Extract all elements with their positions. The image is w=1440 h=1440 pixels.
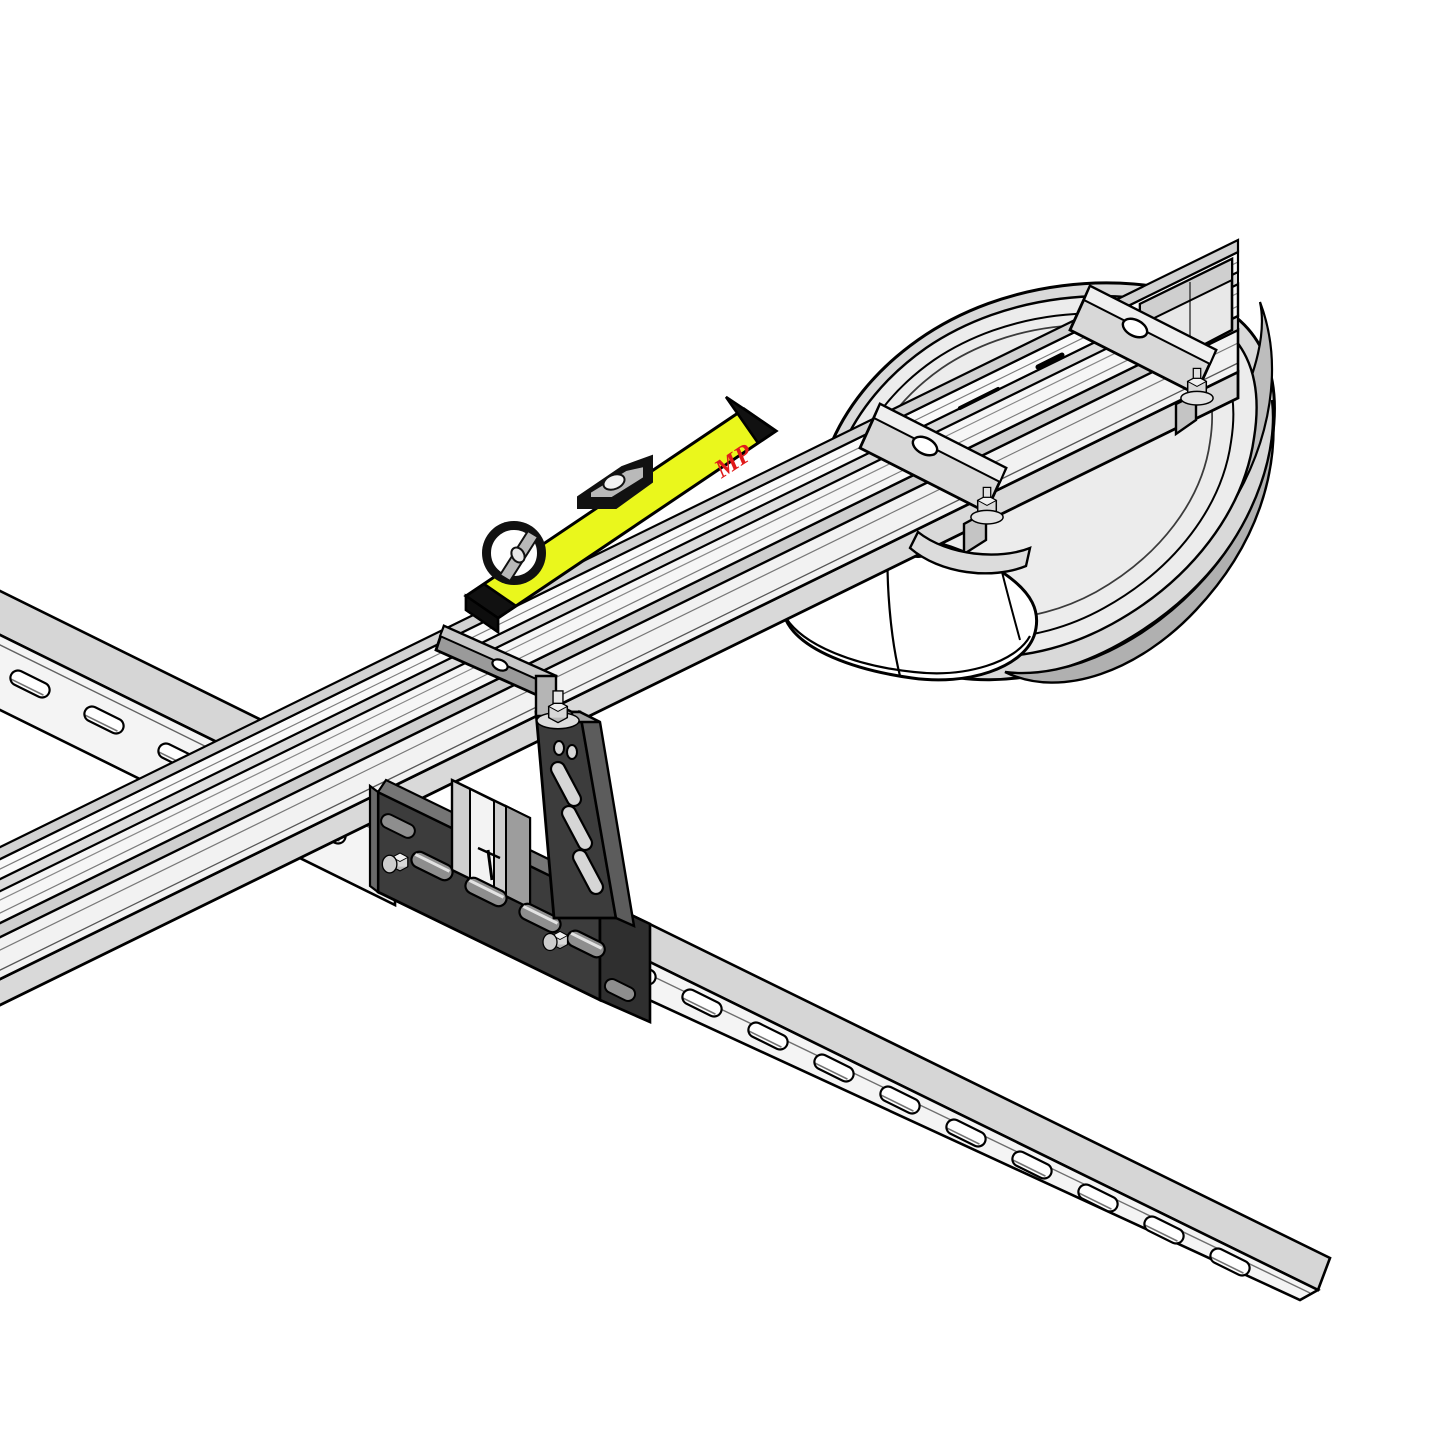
hex-bolt-rear[interactable]	[1180, 367, 1214, 406]
rail-strap-rear[interactable]	[1068, 284, 1218, 437]
level-horizontal-vial	[577, 454, 653, 509]
strap-hole-front	[911, 435, 939, 457]
level-bubble-horizontal	[602, 473, 626, 491]
hex-bolt-bracket-left[interactable]	[381, 852, 409, 874]
level-bubble-circular	[510, 546, 526, 564]
opener-rail	[0, 238, 1240, 1007]
gusset-plate[interactable]	[534, 709, 636, 929]
gusset-slots	[549, 760, 605, 896]
housing-mount-ear	[908, 530, 1032, 575]
hex-bolt-hanger[interactable]	[536, 690, 580, 730]
level-circular-vial	[482, 521, 546, 585]
gusset-hole-a	[553, 740, 565, 756]
hex-bolt-bracket-right[interactable]	[542, 930, 569, 952]
angle-bracket[interactable]	[368, 778, 652, 1024]
spirit-level[interactable]: MP	[463, 395, 779, 635]
strap-hole-rear	[1121, 317, 1149, 339]
gusset-hole-b	[566, 744, 578, 760]
hanger-strap-hole	[491, 658, 509, 672]
hex-bolt-front[interactable]	[970, 486, 1004, 525]
rail-strap-front[interactable]	[858, 402, 1032, 575]
level-end-cap-right	[724, 395, 779, 445]
rail-strap-hanger[interactable]	[434, 624, 580, 730]
